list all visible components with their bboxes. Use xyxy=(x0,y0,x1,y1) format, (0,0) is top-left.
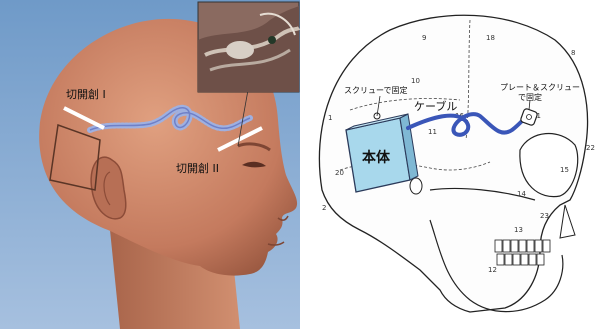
bone-number: 8 xyxy=(571,49,575,57)
plate-label-line1: プレート＆スクリュー xyxy=(500,83,580,92)
screw-label: スクリューで固定 xyxy=(344,85,408,95)
incision-2-label: 切開創 II xyxy=(176,161,219,175)
head-model-panel: 切開創 I 切開創 II xyxy=(0,0,300,329)
bone-number: 9 xyxy=(422,34,426,42)
bone-number: 15 xyxy=(560,166,569,174)
bone-number: 1 xyxy=(328,114,332,122)
bone-number: 14 xyxy=(517,190,526,198)
surgical-photo-inset xyxy=(198,2,299,92)
bone-number: 13 xyxy=(514,226,523,234)
bone-number: 2 xyxy=(322,204,326,212)
skull-diagram-panel: 9 18 8 1 10 11 16 21 22 15 14 13 12 20 2… xyxy=(300,0,599,329)
bone-number: 22 xyxy=(586,144,595,152)
cable-label: ケーブル xyxy=(414,99,457,113)
bone-number: 12 xyxy=(488,266,497,274)
bone-number: 10 xyxy=(411,77,420,85)
plate-label-line2: で固定 xyxy=(518,92,542,102)
bone-number: 23 xyxy=(540,212,549,220)
incision-1-label: 切開創 I xyxy=(66,87,106,101)
bone-number: 11 xyxy=(428,128,437,136)
implant-body: 本体 xyxy=(346,114,418,192)
bone-number: 20 xyxy=(335,169,344,177)
bone-number: 18 xyxy=(486,34,495,42)
body-label: 本体 xyxy=(362,149,391,166)
